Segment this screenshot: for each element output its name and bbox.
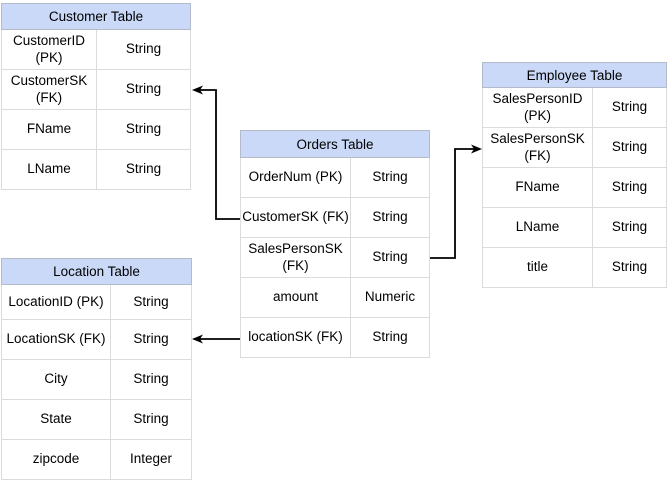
field-name-cell: OrderNum (PK) <box>241 158 351 198</box>
entity-table-employee[interactable]: Employee Table SalesPersonID (PK) String… <box>482 62 667 288</box>
field-name-cell: City <box>2 360 111 400</box>
entity-table-customer[interactable]: Customer Table CustomerID (PK) String Cu… <box>1 3 191 190</box>
field-type-cell: String <box>351 198 429 238</box>
field-name-cell: SalesPersonID (PK) <box>483 88 593 128</box>
field-type-cell: String <box>593 248 666 288</box>
field-type-cell: String <box>351 238 429 278</box>
field-name-cell: CustomerID (PK) <box>2 30 97 70</box>
field-type-cell: String <box>111 360 191 400</box>
table-title: Orders Table <box>240 130 430 158</box>
table-title: Employee Table <box>482 62 667 88</box>
entity-table-orders[interactable]: Orders Table OrderNum (PK) String Custom… <box>240 130 430 358</box>
field-type-cell: String <box>593 88 666 128</box>
table-title: Location Table <box>1 258 192 285</box>
field-type-cell: String <box>593 128 666 168</box>
field-name-cell: amount <box>241 278 351 318</box>
field-name-cell: LocationID (PK) <box>2 285 111 320</box>
field-name-cell: locationSK (FK) <box>241 318 351 358</box>
field-type-cell: String <box>97 70 190 110</box>
field-type-cell: String <box>593 168 666 208</box>
field-name-cell: CustomerSK (FK) <box>241 198 351 238</box>
field-name-cell: SalesPersonSK (FK) <box>241 238 351 278</box>
field-name-cell: zipcode <box>2 440 111 480</box>
field-name-cell: LName <box>2 150 97 190</box>
field-name-cell: SalesPersonSK (FK) <box>483 128 593 168</box>
field-name-cell: FName <box>2 110 97 150</box>
field-type-cell: Numeric <box>351 278 429 318</box>
field-name-cell: FName <box>483 168 593 208</box>
field-type-cell: String <box>97 110 190 150</box>
connector-orders-customer[interactable] <box>200 89 240 220</box>
field-type-cell: String <box>111 320 191 360</box>
field-type-cell: String <box>351 158 429 198</box>
field-name-cell: title <box>483 248 593 288</box>
entity-table-location[interactable]: Location Table LocationID (PK) String Lo… <box>1 258 192 480</box>
field-name-cell: State <box>2 400 111 440</box>
connector-orders-employee[interactable] <box>430 148 474 259</box>
field-type-cell: Integer <box>111 440 191 480</box>
field-name-cell: LName <box>483 208 593 248</box>
field-type-cell: String <box>111 285 191 320</box>
field-name-cell: CustomerSK (FK) <box>2 70 97 110</box>
table-title: Customer Table <box>1 3 191 30</box>
field-name-cell: LocationSK (FK) <box>2 320 111 360</box>
field-type-cell: String <box>351 318 429 358</box>
field-type-cell: String <box>111 400 191 440</box>
field-type-cell: String <box>97 150 190 190</box>
field-type-cell: String <box>97 30 190 70</box>
field-type-cell: String <box>593 208 666 248</box>
